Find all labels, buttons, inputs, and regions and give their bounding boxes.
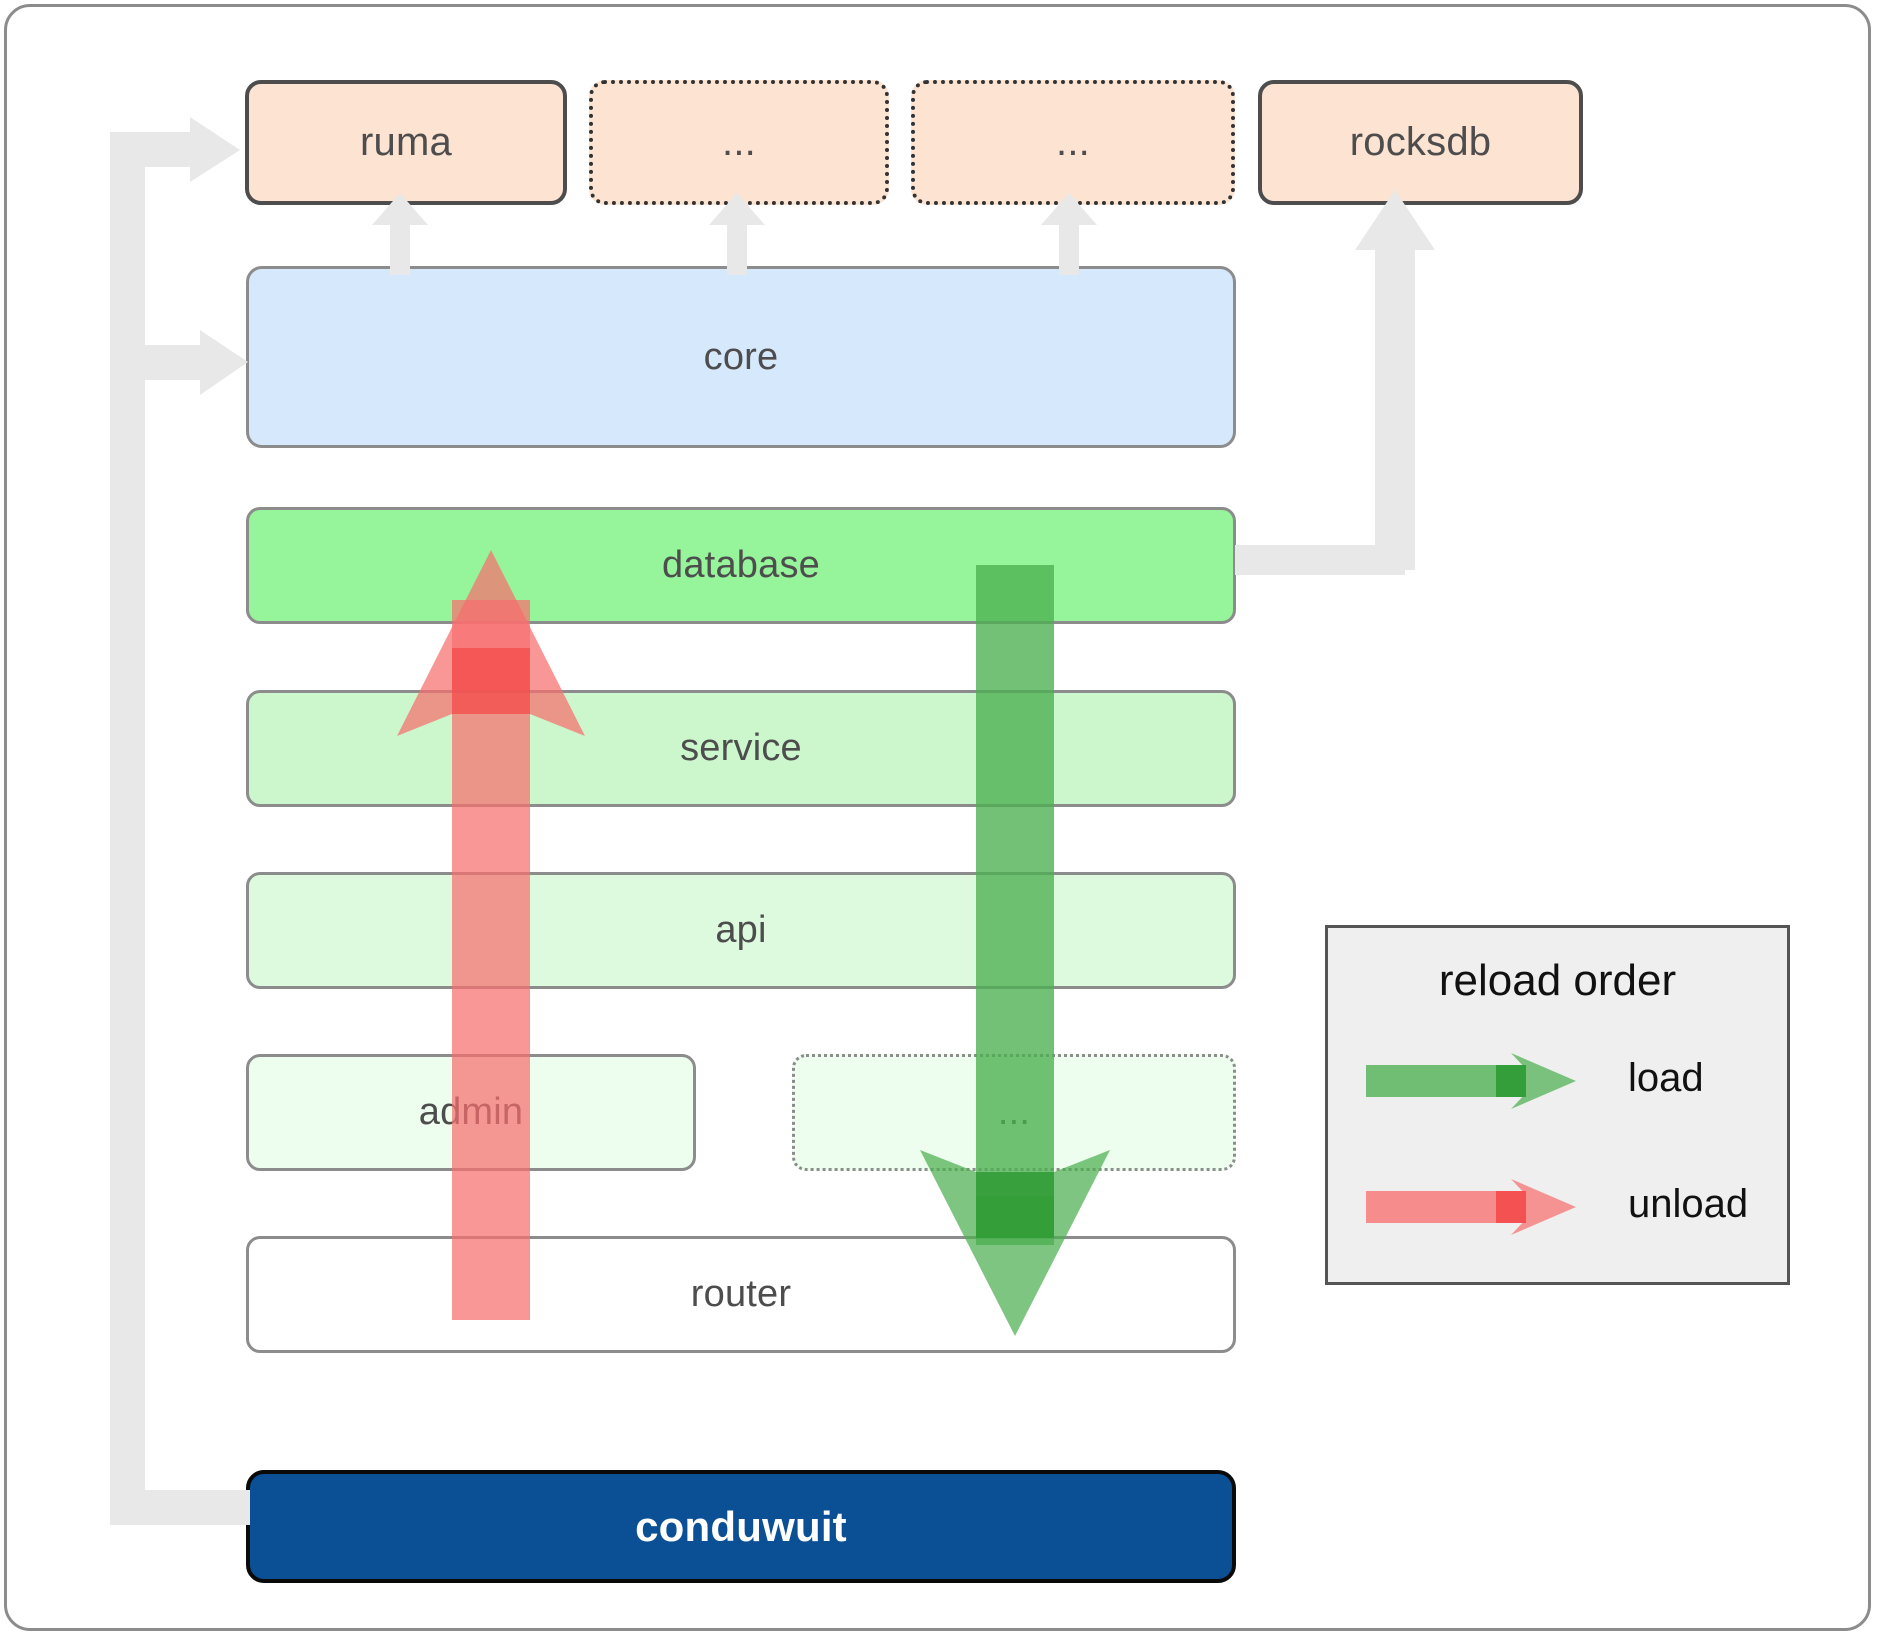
layer-label-extra: ... [997,1091,1031,1133]
layer-label-router: router [690,1273,792,1315]
application-box-conduwuit[interactable]: conduwuit [246,1470,1236,1583]
legend-panel: reload order load unload [1325,925,1790,1285]
legend-label-unload: unload [1628,1182,1749,1226]
layer-box-extra[interactable]: ... [792,1054,1236,1171]
legend-load-head [1511,1053,1576,1109]
layer-box-admin[interactable]: admin [246,1054,696,1171]
layer-label-service: service [680,727,802,769]
legend-unload-head [1511,1179,1576,1235]
legend-title: reload order [1438,956,1677,1005]
layer-box-database[interactable]: database [246,507,1236,624]
legend-label-load: load [1628,1056,1704,1100]
legend-load-overlap [1496,1065,1526,1097]
legend-load-arrow-icon [1366,1053,1576,1109]
dependency-box-rocksdb[interactable]: rocksdb [1258,80,1583,205]
dependency-box-dots-1[interactable]: ... [589,80,889,205]
dependency-label-rocksdb: rocksdb [1349,120,1492,164]
application-label-conduwuit: conduwuit [635,1502,847,1550]
layer-box-service[interactable]: service [246,690,1236,807]
legend-unload-overlap [1496,1191,1526,1223]
legend-unload-arrow-icon [1366,1179,1576,1235]
layer-label-database: database [662,544,820,586]
dependency-label-dots-2: ... [1056,120,1090,164]
layer-label-api: api [715,909,767,951]
layer-label-admin: admin [418,1091,524,1133]
dependency-label-dots-1: ... [722,120,756,164]
diagram-frame [4,4,1871,1631]
layer-box-api[interactable]: api [246,872,1236,989]
dependency-label-ruma: ruma [360,120,452,164]
dependency-box-dots-2[interactable]: ... [911,80,1235,205]
layer-box-router[interactable]: router [246,1236,1236,1353]
layer-label-core: core [703,335,779,378]
dependency-box-ruma[interactable]: ruma [245,80,567,205]
layer-box-core[interactable]: core [246,266,1236,448]
